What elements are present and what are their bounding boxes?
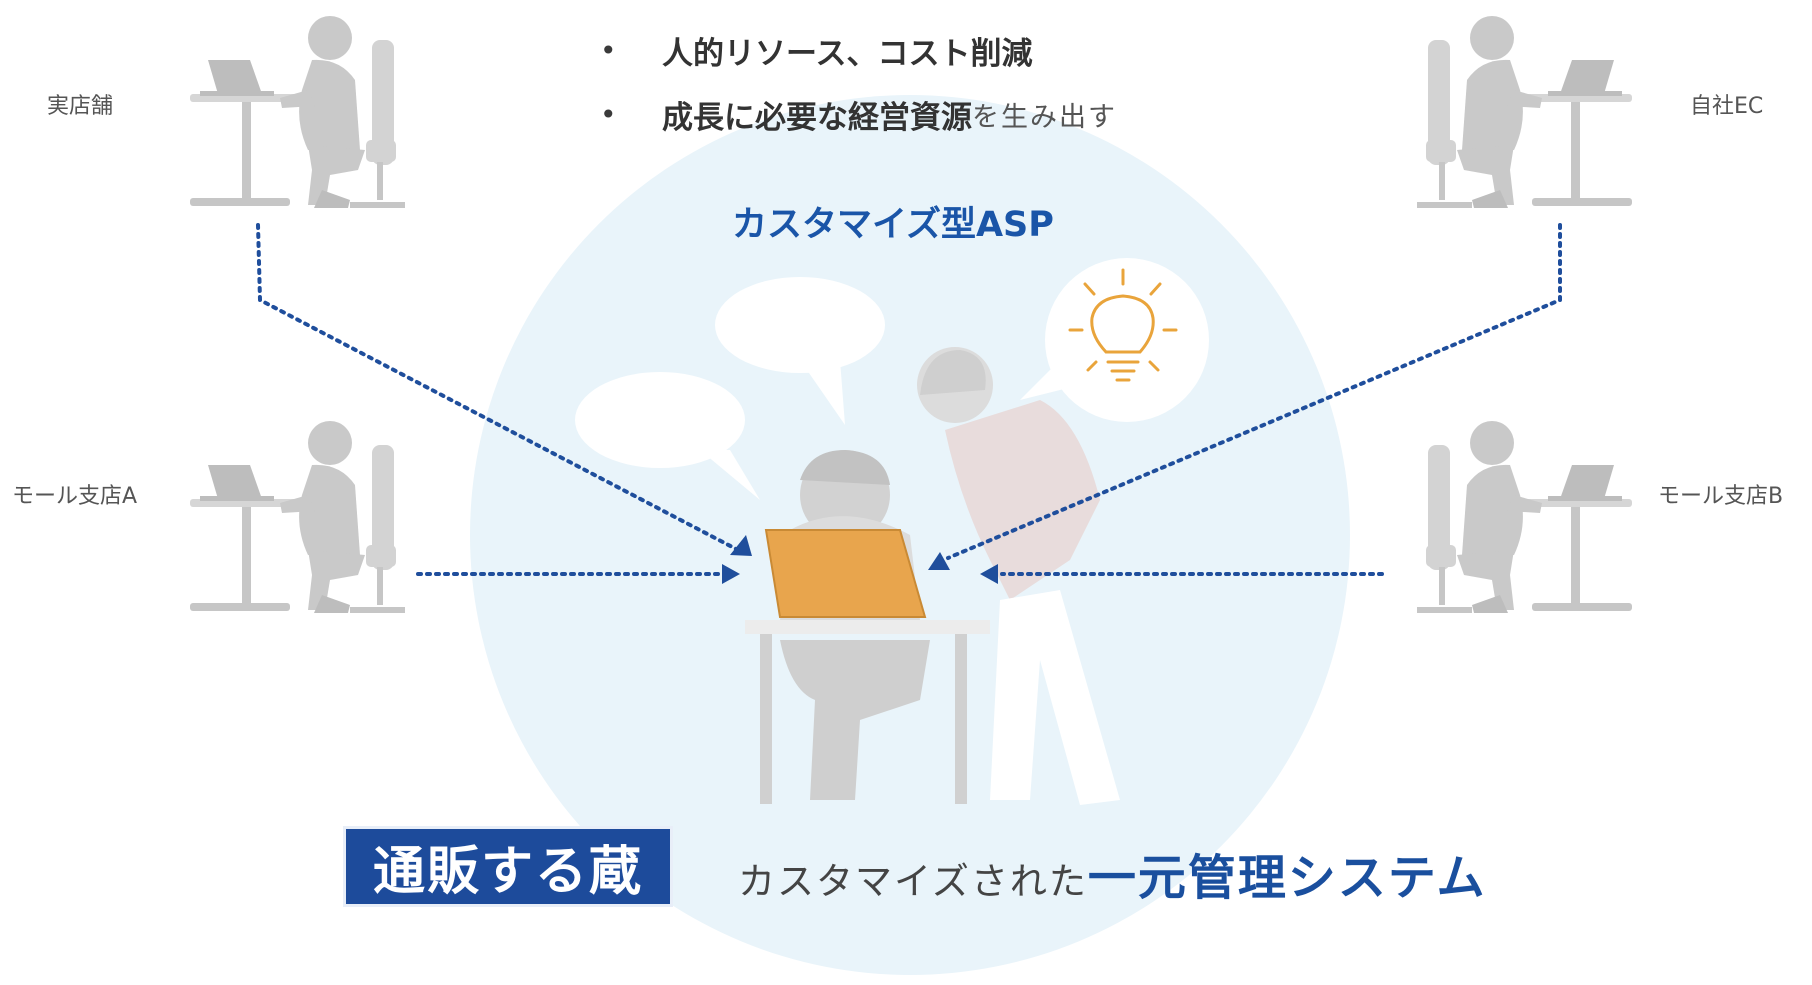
lightbulb-bubble [1020, 258, 1209, 422]
laptop-icon [764, 529, 927, 618]
speech-bubble-icon [715, 277, 885, 425]
center-title: カスタマイズ型ASP [732, 205, 1054, 245]
arrowhead-icon [722, 535, 998, 584]
logo-text: 通販する蔵 [372, 842, 643, 902]
lightbulb-icon [1068, 268, 1178, 382]
bullet-dot: • [600, 97, 617, 131]
person-at-desk-icon [1417, 16, 1632, 208]
label-top-right: 自社EC [1690, 94, 1764, 119]
label-top-left: 実店舗 [47, 94, 114, 119]
speech-bubble-icon [575, 372, 760, 500]
bullet-text-bold: 成長に必要な経営資源 [662, 99, 972, 136]
tagline: カスタマイズされた 一元管理システム [738, 838, 1486, 908]
bullet-list: • 人的リソース、コスト削減 • 成長に必要な経営資源 を生み出す [600, 18, 1117, 146]
bullet-item: • 成長に必要な経営資源 を生み出す [600, 82, 1117, 146]
bullet-text-bold: 人的リソース、コスト削減 [662, 35, 1033, 72]
bullet-text-normal: を生み出す [972, 101, 1117, 133]
label-mid-right: モール支店B [1658, 484, 1784, 509]
person-at-desk-icon [190, 421, 405, 613]
tagline-bold: 一元管理システム [1087, 850, 1487, 906]
bullet-item: • 人的リソース、コスト削減 [600, 18, 1117, 82]
connection-lines [256, 223, 1562, 576]
label-mid-left: モール支店A [12, 484, 138, 509]
bullet-dot: • [600, 33, 617, 67]
person-at-desk-icon [190, 16, 405, 208]
tagline-normal: カスタマイズされた [738, 860, 1088, 903]
seated-person-figure [745, 450, 990, 804]
person-at-desk-icon [1417, 421, 1632, 613]
standing-person-figure [917, 347, 1120, 805]
brand-logo: 通販する蔵 [343, 826, 673, 907]
